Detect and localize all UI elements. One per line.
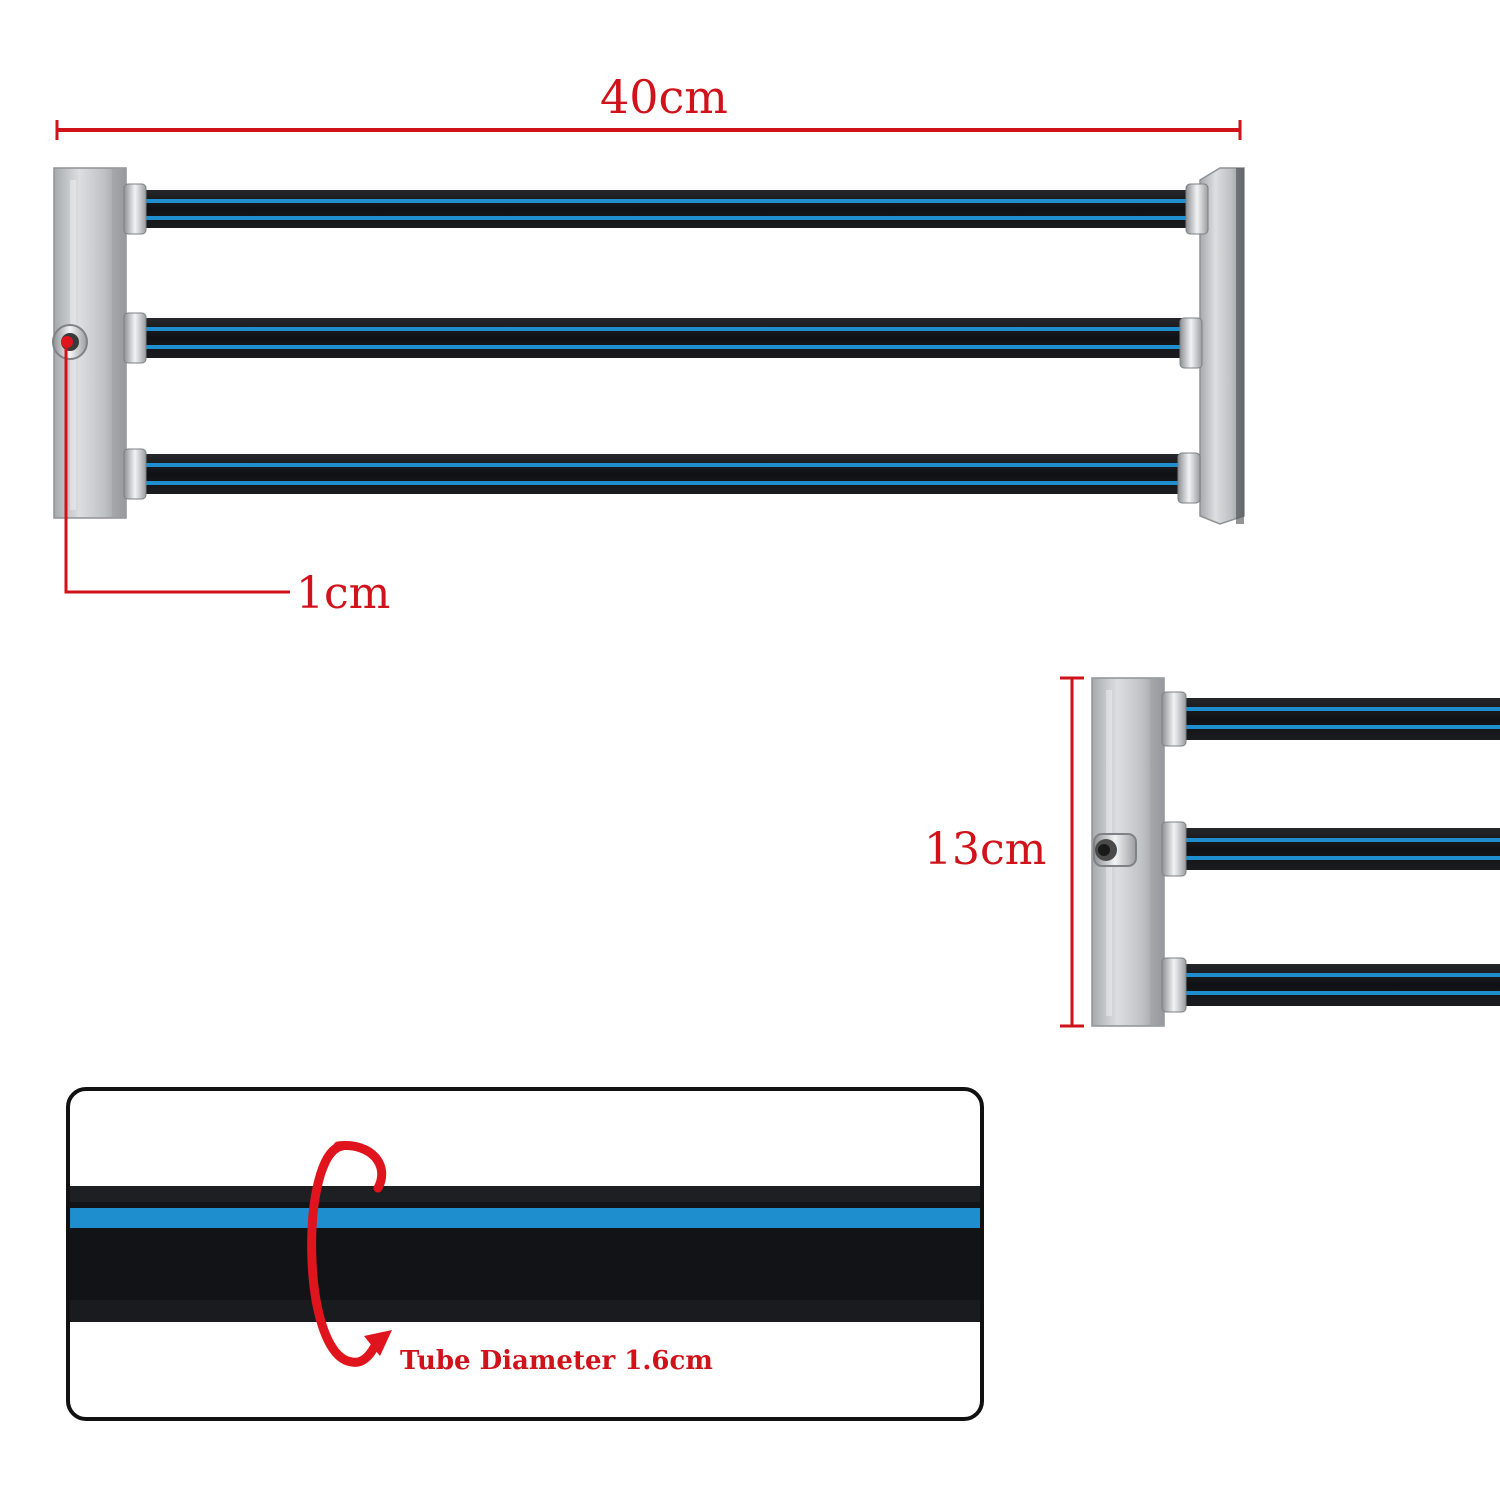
hose-clamp (123, 312, 147, 364)
length-label: 40cm (600, 70, 728, 124)
detail-tube-3 (1150, 964, 1500, 1006)
diffuser-tube-3 (112, 454, 1220, 494)
detail-tube-2 (1150, 828, 1500, 870)
diffuser-tube-2 (112, 318, 1220, 358)
hose-clamp (1161, 957, 1187, 1013)
hose-clamp (1161, 691, 1187, 747)
closeup-tube-stripe (68, 1208, 982, 1228)
detail-tube-1 (1150, 698, 1500, 740)
hose-clamp (1185, 183, 1209, 235)
hose-clamp (123, 448, 147, 500)
height-label: 13cm (924, 824, 1047, 875)
hose-clamp (123, 183, 147, 235)
hose-clamp (1179, 317, 1203, 369)
air-diffuser-side-detail (1091, 677, 1500, 1027)
air-inlet-nozzle (52, 324, 88, 360)
circular-arrow-icon (307, 1141, 392, 1367)
tube-diameter-label: Tube Diameter 1.6cm (400, 1346, 713, 1376)
height-dimension-line (1060, 676, 1084, 1028)
right-manifold-bar (1199, 167, 1245, 525)
air-diffuser-full-view (52, 167, 1245, 525)
tube-closeup-inset (66, 1087, 984, 1421)
hose-clamp (1161, 821, 1187, 877)
diffuser-tube-1 (112, 190, 1220, 228)
inset-frame (66, 1087, 984, 1421)
hose-clamp (1177, 452, 1201, 504)
length-dimension-line (55, 120, 1242, 140)
inlet-leader-line (64, 346, 290, 594)
inlet-size-label: 1cm (296, 568, 391, 619)
detail-inlet-nozzle (1093, 833, 1137, 867)
